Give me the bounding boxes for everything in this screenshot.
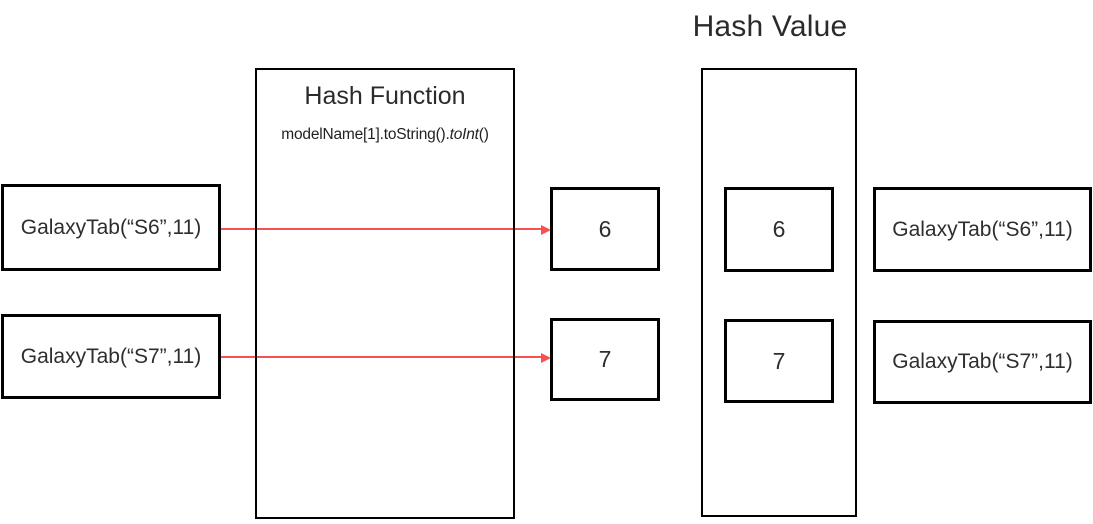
- hash-function-title: Hash Function: [304, 82, 466, 110]
- stored-object-box-s6: GalaxyTab(“S6”,11): [873, 187, 1092, 272]
- hash-output-box-s6: 6: [550, 187, 660, 271]
- input-box-s7: GalaxyTab(“S7”,11): [1, 314, 221, 399]
- hash-function-formula: modelName[1].toString().toInt(): [257, 126, 513, 144]
- arrowhead-icon-s7: [541, 352, 551, 363]
- stored-object-label-s7: GalaxyTab(“S7”,11): [892, 350, 1073, 373]
- arrowhead-icon-s6: [541, 224, 551, 235]
- input-label-s6: GalaxyTab(“S6”,11): [20, 215, 202, 239]
- hash-output-value-s7: 7: [598, 346, 612, 372]
- hash-arrow-s6: [221, 228, 543, 230]
- stored-object-box-s7: GalaxyTab(“S7”,11): [873, 320, 1092, 404]
- formula-italic: toInt: [449, 126, 479, 143]
- hash-value-title: Hash Value: [692, 10, 848, 43]
- input-label-s7: GalaxyTab(“S7”,11): [20, 344, 202, 368]
- hash-slot-box-6: 6: [724, 187, 834, 272]
- hash-output-value-s6: 6: [598, 215, 612, 242]
- hash-function-box: Hash Function modelName[1].toString().to…: [255, 68, 515, 519]
- hash-slot-box-7: 7: [724, 319, 834, 403]
- hash-value-table: [701, 68, 857, 517]
- hash-arrow-s7: [221, 356, 543, 358]
- stored-object-label-s6: GalaxyTab(“S6”,11): [892, 217, 1073, 241]
- hash-slot-value-6: 6: [772, 216, 786, 242]
- input-box-s6: GalaxyTab(“S6”,11): [1, 184, 221, 271]
- formula-prefix: modelName[1].toString().: [281, 126, 450, 143]
- hash-output-box-s7: 7: [550, 318, 660, 401]
- hash-slot-value-7: 7: [772, 347, 786, 374]
- formula-suffix: (): [478, 126, 489, 143]
